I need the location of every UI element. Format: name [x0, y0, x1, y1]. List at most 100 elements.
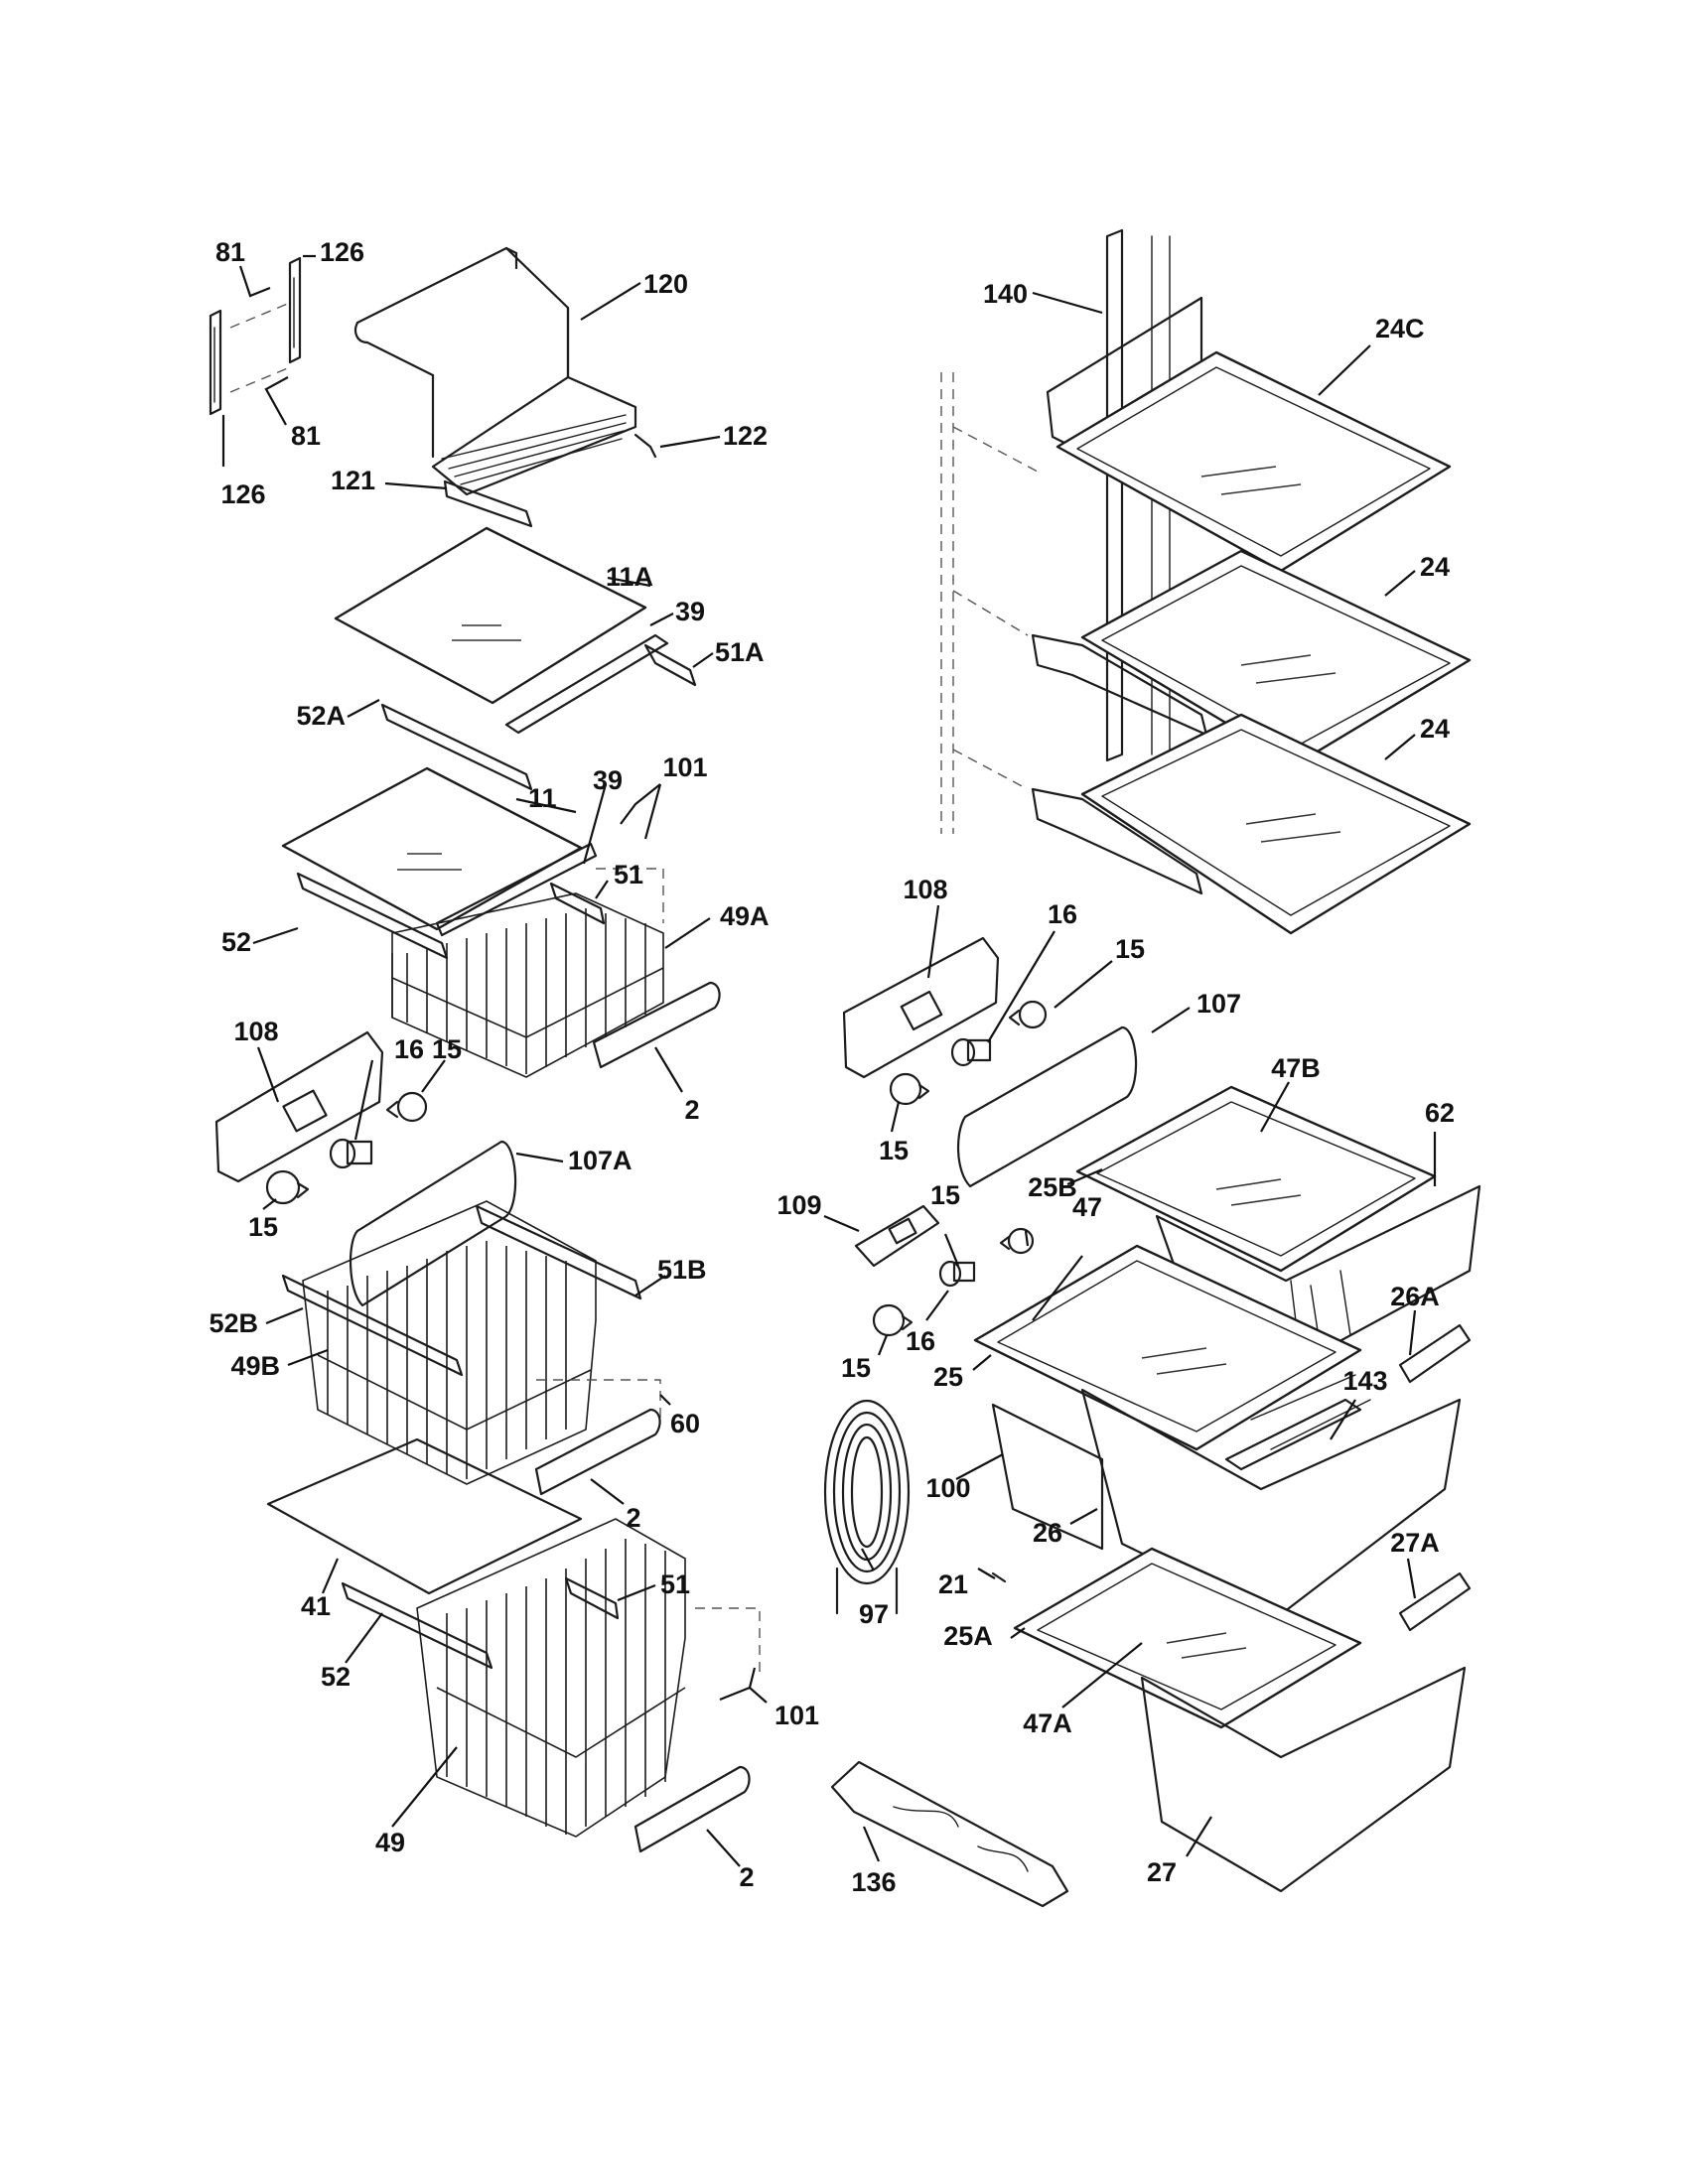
- label-25B: 25B: [1028, 1172, 1077, 1202]
- crisper-drawer-26: [1080, 1374, 1462, 1620]
- crisper-drawer-27: [1140, 1666, 1467, 1893]
- label-26: 26: [1033, 1518, 1062, 1548]
- glass-shelf-11A: [334, 526, 647, 705]
- light-housing-109: [854, 1204, 940, 1268]
- label-51A: 51A: [715, 637, 765, 667]
- bracket-27A: [1398, 1571, 1472, 1632]
- shelf-24-lower: [1031, 713, 1472, 935]
- light-shield-107: [956, 1025, 1138, 1188]
- label-24-upper: 24: [1420, 552, 1450, 582]
- slide-52-lower: [341, 1581, 493, 1670]
- label-39-upper: 39: [675, 597, 705, 626]
- label-108-right: 108: [903, 875, 947, 904]
- label-60: 60: [670, 1409, 700, 1438]
- trim-39-upper: [504, 633, 669, 735]
- light-shield-107A: [350, 1140, 517, 1307]
- egg-tray-136: [830, 1760, 1069, 1908]
- label-51B: 51B: [657, 1255, 707, 1285]
- light-housing-108-left: [214, 1030, 384, 1183]
- bracket-126-upper: [288, 256, 302, 364]
- label-15-small-upper: 15: [930, 1180, 960, 1210]
- label-49B: 49B: [230, 1351, 280, 1381]
- bracket-26A: [1398, 1323, 1472, 1384]
- label-81-upper: 81: [215, 237, 245, 267]
- label-140: 140: [983, 279, 1028, 309]
- slide-52A: [380, 703, 533, 791]
- label-51-upper: 51: [614, 860, 643, 889]
- bulb-15-right-lower: [889, 1072, 930, 1106]
- label-120: 120: [643, 269, 688, 299]
- divider-41: [266, 1437, 583, 1595]
- label-107A: 107A: [568, 1146, 633, 1175]
- label-16-left: 16: [394, 1034, 424, 1064]
- screw-path-81-lower: [229, 366, 291, 393]
- label-109: 109: [776, 1190, 821, 1220]
- label-15-left-lower: 15: [248, 1212, 278, 1242]
- label-2-upper: 2: [684, 1095, 699, 1125]
- rail-121: [443, 479, 533, 528]
- label-126-lower: 126: [220, 479, 265, 509]
- label-52-upper: 52: [221, 927, 251, 957]
- label-62: 62: [1425, 1098, 1455, 1128]
- label-52A: 52A: [296, 701, 346, 731]
- wire-basket-49B: [302, 1200, 597, 1485]
- crisper-cover-47A: [1013, 1547, 1362, 1729]
- socket-16-left: [329, 1138, 373, 1169]
- label-15-left-upper: 15: [432, 1034, 462, 1064]
- screw-path-101-lower: [695, 1607, 761, 1678]
- slide-52B: [281, 1274, 464, 1377]
- bulb-15-small-upper: [999, 1227, 1035, 1255]
- label-100: 100: [925, 1473, 970, 1503]
- label-2-middle: 2: [626, 1503, 640, 1533]
- trim-39-lower: [435, 842, 598, 937]
- socket-16-right: [950, 1037, 992, 1067]
- label-51-lower: 51: [660, 1570, 690, 1599]
- leader-lines: [221, 254, 1437, 1867]
- label-27A: 27A: [1390, 1528, 1440, 1558]
- hook-path-24C: [952, 426, 1039, 473]
- bulb-15-left-upper: [385, 1091, 428, 1123]
- label-24C: 24C: [1375, 314, 1425, 343]
- label-108-left: 108: [233, 1017, 278, 1046]
- bulb-15-small-lower: [872, 1303, 914, 1337]
- slide-51-lower: [564, 1576, 620, 1620]
- label-49: 49: [375, 1828, 405, 1857]
- label-16-right: 16: [1048, 899, 1077, 929]
- socket-16-small: [938, 1260, 976, 1288]
- label-11: 11: [528, 783, 557, 813]
- label-21: 21: [938, 1570, 968, 1599]
- crisper-cover-47B: [1075, 1085, 1437, 1273]
- label-47A: 47A: [1023, 1708, 1072, 1738]
- label-16-small: 16: [906, 1326, 935, 1356]
- light-housing-108-right: [842, 936, 1000, 1079]
- label-27: 27: [1147, 1857, 1177, 1887]
- trim-2-lower: [633, 1765, 751, 1853]
- label-25A: 25A: [943, 1621, 993, 1651]
- slide-51-upper: [549, 882, 606, 925]
- shelf-24C: [1046, 296, 1452, 573]
- label-15-right-lower: 15: [879, 1136, 909, 1165]
- gasket-100: [991, 1403, 1104, 1551]
- slide-51B: [475, 1204, 642, 1300]
- label-121: 121: [331, 466, 375, 495]
- label-136: 136: [851, 1867, 896, 1897]
- label-24-lower: 24: [1420, 714, 1450, 744]
- label-52B: 52B: [209, 1308, 258, 1338]
- slide-51A: [643, 643, 697, 687]
- label-11A: 11A: [606, 562, 653, 592]
- label-107: 107: [1196, 989, 1241, 1019]
- label-101-upper: 101: [662, 752, 707, 782]
- ice-bin-120: [353, 246, 637, 496]
- label-101-lower: 101: [774, 1701, 819, 1730]
- screw-21: [991, 1571, 1007, 1583]
- wire-basket-49: [416, 1518, 686, 1838]
- label-47B: 47B: [1271, 1053, 1321, 1083]
- part-labels: 81 126 120 81 122 126 121 11A 39 51A 52A…: [209, 237, 1455, 1897]
- bulb-15-left-lower: [265, 1169, 310, 1205]
- label-2-lower: 2: [739, 1862, 754, 1892]
- screw-path-81-upper: [229, 302, 291, 329]
- label-15-small-lower: 15: [841, 1353, 871, 1383]
- label-52-lower: 52: [321, 1662, 351, 1692]
- rail-122: [633, 433, 657, 459]
